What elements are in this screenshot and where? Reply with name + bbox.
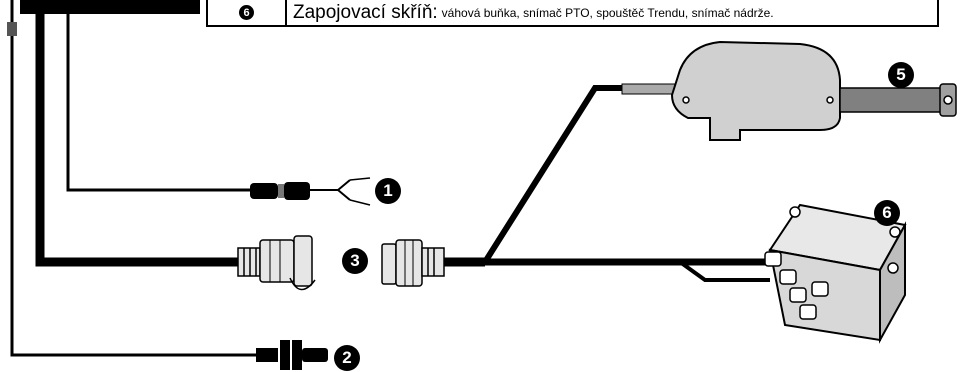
legend-number-badge: 6 (239, 5, 254, 20)
cable-to-connector-3 (35, 0, 240, 267)
callout-3: 3 (342, 248, 368, 274)
junction-box-6 (764, 203, 907, 344)
callout-2: 2 (334, 345, 360, 371)
legend-title: Zapojovací skříň: (293, 1, 438, 23)
cable-to-connector-2 (10, 0, 258, 357)
legend-text-cell: Zapojovací skříň: váhová buňka, snímač P… (287, 0, 937, 25)
callout-6: 6 (874, 200, 900, 226)
legend-row: 6 Zapojovací skříň: váhová buňka, snímač… (206, 0, 939, 27)
sensor-5 (621, 40, 957, 141)
connector-3-socket (381, 239, 445, 287)
callout-1: 1 (375, 178, 401, 204)
legend-detail: váhová buňka, snímač PTO, spouštěč Trend… (441, 5, 774, 20)
fuse-connector-1 (250, 177, 371, 206)
legend-number-cell: 6 (208, 0, 287, 25)
cable-to-junction-box-6-b (678, 260, 770, 282)
connector-3-plug (237, 235, 316, 291)
top-cable-bundle (20, 0, 200, 14)
cable-to-sensor-5 (482, 85, 630, 264)
connector-2-plug (256, 340, 328, 370)
connector-2-tip (7, 22, 17, 36)
cable-to-connector-1 (66, 0, 252, 192)
callout-5: 5 (888, 62, 914, 88)
